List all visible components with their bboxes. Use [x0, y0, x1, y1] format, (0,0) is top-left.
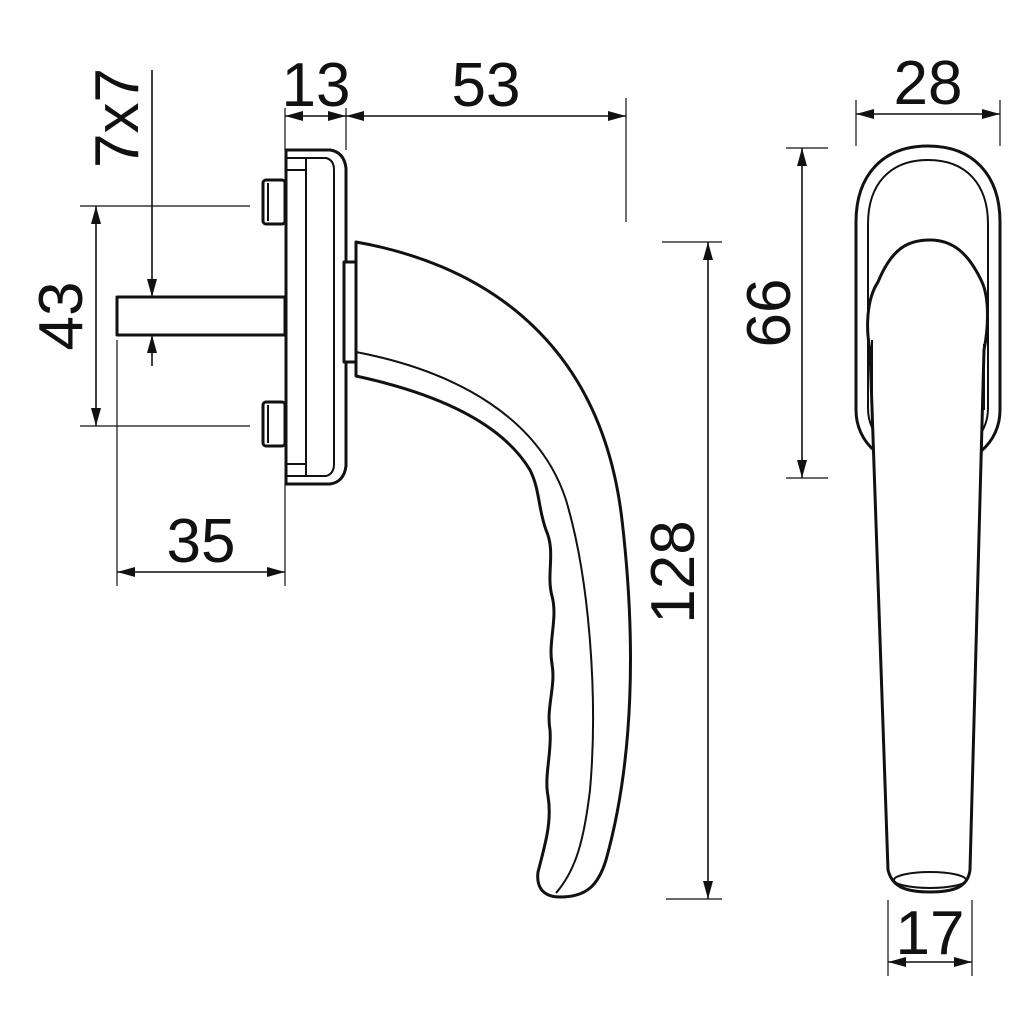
grip-width-label: 17: [896, 899, 965, 968]
screw-spacing-label: 43: [27, 282, 96, 351]
side-view: [115, 148, 632, 899]
handle-length-label: 128: [639, 520, 708, 623]
upper-screw-stud: [261, 178, 287, 226]
handle-lever: [354, 240, 632, 899]
rose-width-label: 28: [894, 49, 963, 118]
front-view: [854, 144, 1002, 894]
lower-screw-stud: [261, 400, 287, 448]
rose-length-label: 66: [735, 279, 804, 348]
spindle-size-label: 7x7: [83, 68, 152, 168]
rose-thickness-label: 13: [282, 51, 351, 120]
front-handle: [866, 238, 989, 894]
spindle: [115, 295, 287, 337]
dimensions: 13 53 7x7 43 35 128 28: [27, 49, 1001, 976]
spindle-length-label: 35: [167, 507, 236, 576]
rose-collar: [342, 260, 358, 364]
handle-projection-label: 53: [452, 51, 521, 120]
rose-plate: [284, 148, 348, 486]
